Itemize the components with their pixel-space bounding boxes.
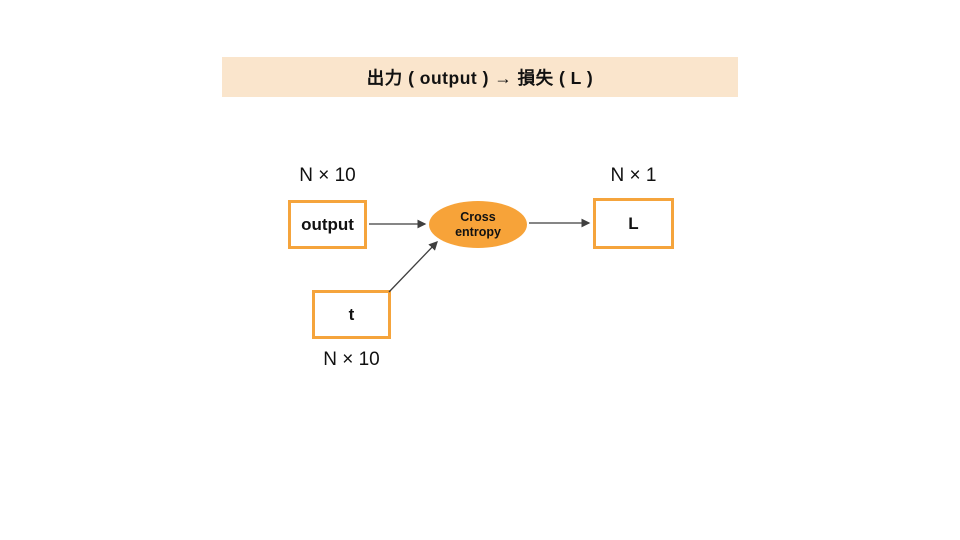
operation-label-line2: entropy	[455, 224, 501, 239]
node-loss-label: L	[628, 213, 639, 233]
dim-label-loss: N × 1	[610, 165, 657, 186]
arrow-t-to-operation	[388, 241, 438, 293]
dim-label-t: N × 10	[323, 349, 380, 370]
header-banner: 出力 ( output ) → 損失 ( L )	[222, 57, 738, 97]
node-output: output	[288, 200, 367, 249]
node-t-label: t	[348, 304, 355, 324]
node-t: t	[312, 290, 391, 339]
operation-label-line1: Cross	[460, 209, 496, 224]
header-title: 出力 ( output ) → 損失 ( L )	[366, 67, 594, 88]
node-output-label: output	[301, 214, 354, 234]
operation-cross-entropy: Cross entropy	[429, 201, 527, 248]
node-loss: L	[593, 198, 674, 249]
dim-label-output: N × 10	[299, 165, 356, 186]
